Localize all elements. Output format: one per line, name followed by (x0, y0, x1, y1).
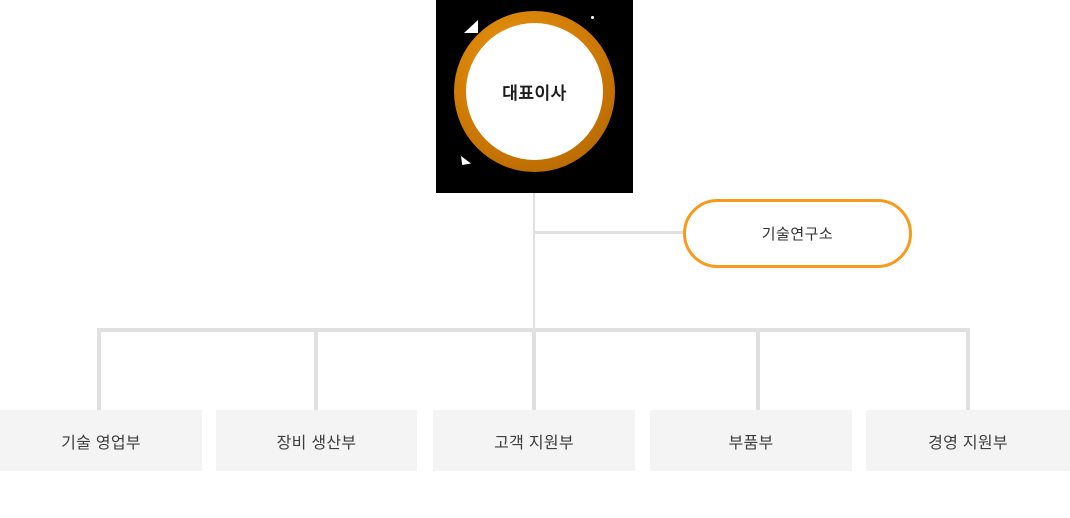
sparkle-triangle-bottom-icon (461, 156, 471, 165)
connector-drop-2 (314, 328, 318, 410)
ceo-label: 대표이사 (502, 84, 567, 103)
connector-drop-4 (756, 328, 760, 410)
research-institute-node: 기술연구소 (683, 199, 912, 268)
ceo-node: 대표이사 (454, 11, 615, 172)
dept-label: 장비 생산부 (276, 434, 357, 452)
dept-node-parts: 부품부 (650, 410, 852, 471)
dept-node-tech-sales: 기술 영업부 (0, 410, 202, 471)
sparkle-dot-icon (591, 16, 594, 19)
connector-research-branch (534, 231, 684, 234)
connector-drop-3 (532, 328, 536, 410)
connector-drop-5 (966, 328, 970, 410)
dept-node-management-support: 경영 지원부 (866, 410, 1070, 471)
dept-node-customer-support: 고객 지원부 (433, 410, 635, 471)
dept-label: 기술 영업부 (61, 434, 141, 452)
connector-root-vertical (533, 171, 535, 331)
ceo-node-inner: 대표이사 (466, 23, 603, 160)
dept-node-equipment-production: 장비 생산부 (216, 410, 417, 471)
dept-label: 고객 지원부 (494, 434, 574, 452)
dept-label: 경영 지원부 (928, 434, 1008, 452)
dept-label: 부품부 (728, 434, 774, 452)
research-institute-label: 기술연구소 (761, 226, 834, 243)
connector-drop-1 (97, 328, 101, 410)
